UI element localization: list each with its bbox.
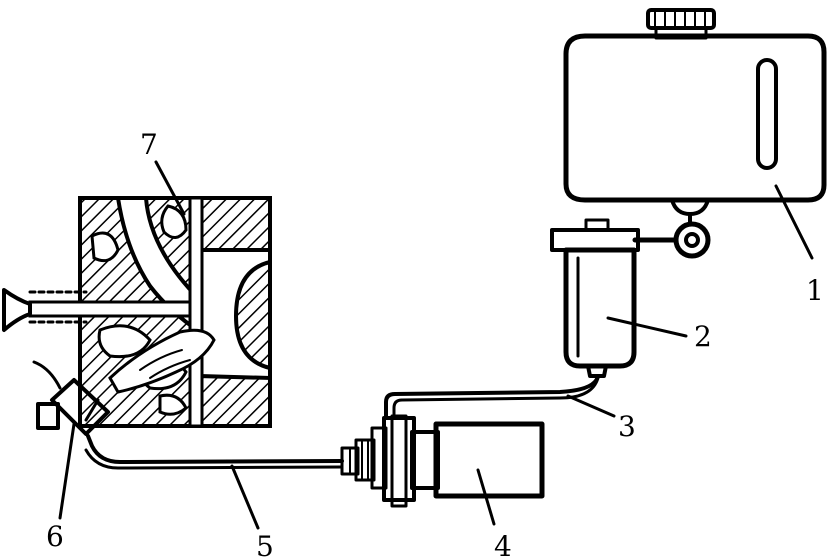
pump-motor — [433, 421, 545, 499]
filter-head — [550, 228, 640, 252]
leader-5 — [230, 464, 260, 530]
fuel-line-to-pump — [384, 374, 600, 420]
intake-valve — [2, 288, 88, 332]
spray-flame — [108, 328, 216, 394]
leader-2 — [606, 316, 688, 338]
leader-7 — [154, 160, 186, 216]
label-7: 7 — [140, 128, 158, 161]
label-4: 4 — [494, 530, 512, 559]
tank-body — [563, 33, 827, 203]
leader-3 — [566, 394, 616, 418]
leader-6 — [58, 422, 76, 520]
fuel-tank — [563, 8, 827, 226]
label-6: 6 — [46, 520, 64, 553]
fuel-filter — [550, 218, 688, 378]
leader-1 — [774, 184, 814, 260]
label-2: 2 — [694, 320, 712, 353]
fuel-line-to-injector — [86, 434, 344, 464]
injector — [32, 360, 110, 520]
engine-head-section — [28, 160, 272, 428]
leader-4 — [476, 468, 496, 526]
filter-bowl — [563, 247, 637, 369]
label-1: 1 — [806, 274, 824, 307]
label-3: 3 — [618, 410, 636, 443]
label-5: 5 — [256, 530, 274, 559]
shutoff-valve — [632, 221, 711, 259]
injection-pump — [340, 414, 545, 526]
tank-sight-gauge — [756, 58, 778, 170]
